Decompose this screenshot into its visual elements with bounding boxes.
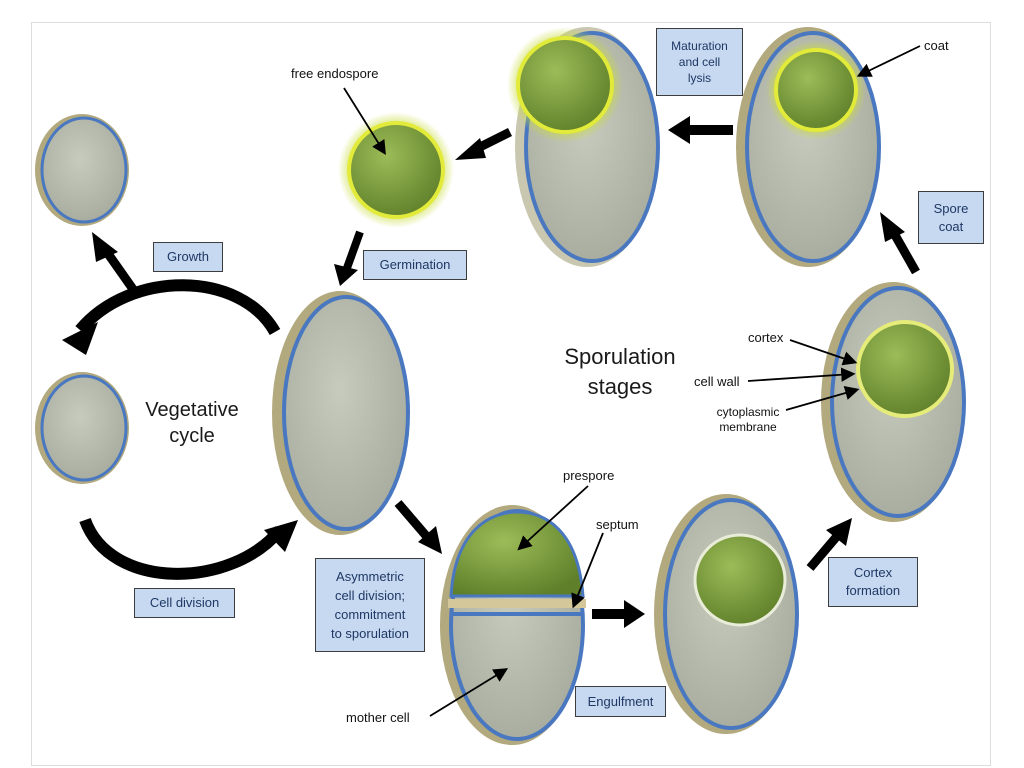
free-endospore-label: free endospore xyxy=(291,66,379,81)
cytoplasmic-membrane-label: cytoplasmic membrane xyxy=(716,405,780,434)
engulfment-cell xyxy=(654,494,799,734)
free-endospore xyxy=(338,112,454,228)
asymmetric-cell xyxy=(440,505,586,745)
germination-box: Germination xyxy=(363,250,467,280)
maturation-cell xyxy=(507,27,660,267)
maturation-box: Maturation and cell lysis xyxy=(656,28,743,96)
coat-label: coat xyxy=(924,38,949,53)
cycle-arrow-top xyxy=(75,279,281,336)
cortex-formation-box: Cortex formation xyxy=(828,557,918,607)
engulfment-box: Engulfment xyxy=(575,686,666,717)
asymmetric-division-box: Asymmetric cell division; commitment to … xyxy=(315,558,425,652)
prespore-label: prespore xyxy=(563,468,615,483)
central-cell xyxy=(272,291,410,535)
cortex-cell xyxy=(821,282,966,522)
cell-division-box: Cell division xyxy=(134,588,235,618)
mother-cell-label: mother cell xyxy=(346,710,410,725)
growth-box: Growth xyxy=(153,242,223,272)
vegetative-cell-top xyxy=(35,114,129,226)
spore-coat-box: Spore coat xyxy=(918,191,984,244)
cortex-label: cortex xyxy=(748,330,784,345)
cycle-arrow-bottom xyxy=(79,517,285,580)
septum-label: septum xyxy=(596,517,639,532)
vegetative-cycle-label: Vegetative cycle xyxy=(145,399,239,447)
sporulation-stages-label: Sporulation stages xyxy=(564,344,676,399)
vegetative-cell-bottom xyxy=(35,372,129,484)
spore-coat-cell xyxy=(736,27,881,267)
cell-wall-label: cell wall xyxy=(694,374,740,389)
